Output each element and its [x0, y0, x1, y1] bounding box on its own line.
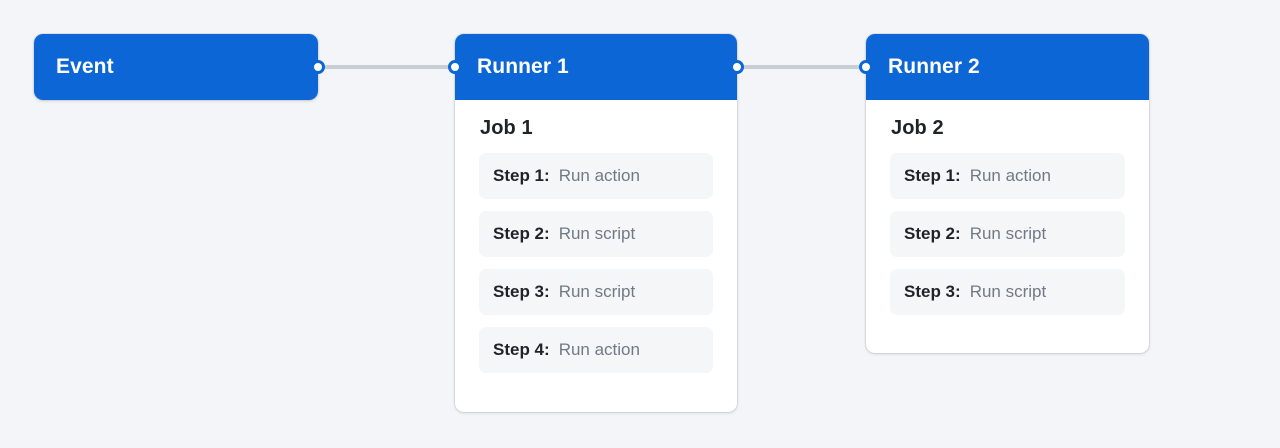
node-runner-2[interactable]: Runner 2 Job 2 Step 1: Run action Step 2… [866, 34, 1149, 353]
job-title-1: Job 1 [480, 117, 533, 139]
step-row[interactable]: Step 4: Run action [479, 327, 713, 373]
step-row[interactable]: Step 3: Run script [890, 269, 1125, 315]
step-row[interactable]: Step 3: Run script [479, 269, 713, 315]
step-label: Step 1: [493, 166, 550, 185]
node-runner-1-header: Runner 1 [455, 34, 737, 100]
step-label: Step 2: [904, 224, 961, 243]
node-runner-2-body: Job 2 Step 1: Run action Step 2: Run scr… [866, 100, 1149, 337]
step-row[interactable]: Step 1: Run action [890, 153, 1125, 199]
step-value: Run script [558, 282, 636, 301]
node-runner-1-body: Job 1 Step 1: Run action Step 2: Run scr… [455, 100, 737, 395]
node-event-header: Event [34, 34, 318, 100]
port-event-output[interactable] [311, 60, 325, 74]
step-label: Step 1: [904, 166, 961, 185]
step-value: Run script [558, 224, 636, 243]
step-row[interactable]: Step 1: Run action [479, 153, 713, 199]
step-row[interactable]: Step 2: Run script [890, 211, 1125, 257]
step-value: Run script [969, 282, 1047, 301]
step-label: Step 4: [493, 340, 550, 359]
job-title-2: Job 2 [891, 117, 944, 139]
step-value: Run action [558, 340, 640, 359]
node-runner-1[interactable]: Runner 1 Job 1 Step 1: Run action Step 2… [455, 34, 737, 412]
step-label: Step 3: [904, 282, 961, 301]
step-label: Step 2: [493, 224, 550, 243]
node-runner-2-header: Runner 2 [866, 34, 1149, 100]
node-event[interactable]: Event [34, 34, 318, 100]
edge-event-to-runner-1 [316, 65, 458, 69]
step-value: Run action [558, 166, 640, 185]
step-row[interactable]: Step 2: Run script [479, 211, 713, 257]
port-runner-1-input[interactable] [448, 60, 462, 74]
port-runner-2-input[interactable] [859, 60, 873, 74]
step-value: Run script [969, 224, 1047, 243]
step-label: Step 3: [493, 282, 550, 301]
step-value: Run action [969, 166, 1051, 185]
port-runner-1-output[interactable] [730, 60, 744, 74]
edge-runner-1-to-runner-2 [735, 65, 869, 69]
